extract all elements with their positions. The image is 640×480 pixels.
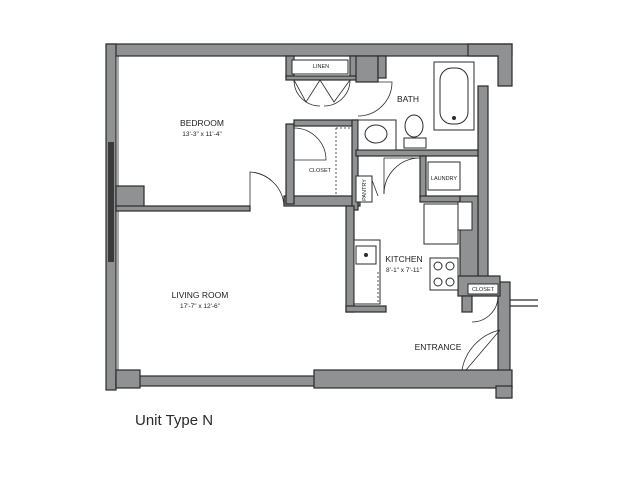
room-labels: BEDROOM 13'-3" x 11'-4" LINEN BATH CLOSE… — [172, 64, 495, 352]
doors — [249, 79, 501, 371]
living-room-dims: 17'-7" x 12'-6" — [180, 303, 221, 310]
bath-label: BATH — [397, 94, 419, 104]
linen-label: LINEN — [313, 64, 329, 70]
interior-walls — [115, 55, 538, 313]
pantry-label: PANTRY — [362, 179, 368, 201]
closet-entry-label: CLOSET — [472, 287, 495, 293]
entrance-label: ENTRANCE — [415, 342, 462, 352]
closet-bedroom-label: CLOSET — [309, 168, 332, 174]
bedroom-dims: 13'-3" x 11'-4" — [182, 131, 222, 138]
bedroom-label: BEDROOM — [180, 118, 224, 128]
fixtures — [291, 59, 499, 305]
unit-type-caption: Unit Type N — [135, 412, 214, 429]
kitchen-dims: 8'-1" x 7'-11" — [386, 267, 423, 274]
kitchen-label: KITCHEN — [385, 254, 422, 264]
exterior-walls — [105, 43, 513, 399]
laundry-label: LAUNDRY — [431, 176, 458, 182]
living-room-label: LIVING ROOM — [172, 290, 229, 300]
